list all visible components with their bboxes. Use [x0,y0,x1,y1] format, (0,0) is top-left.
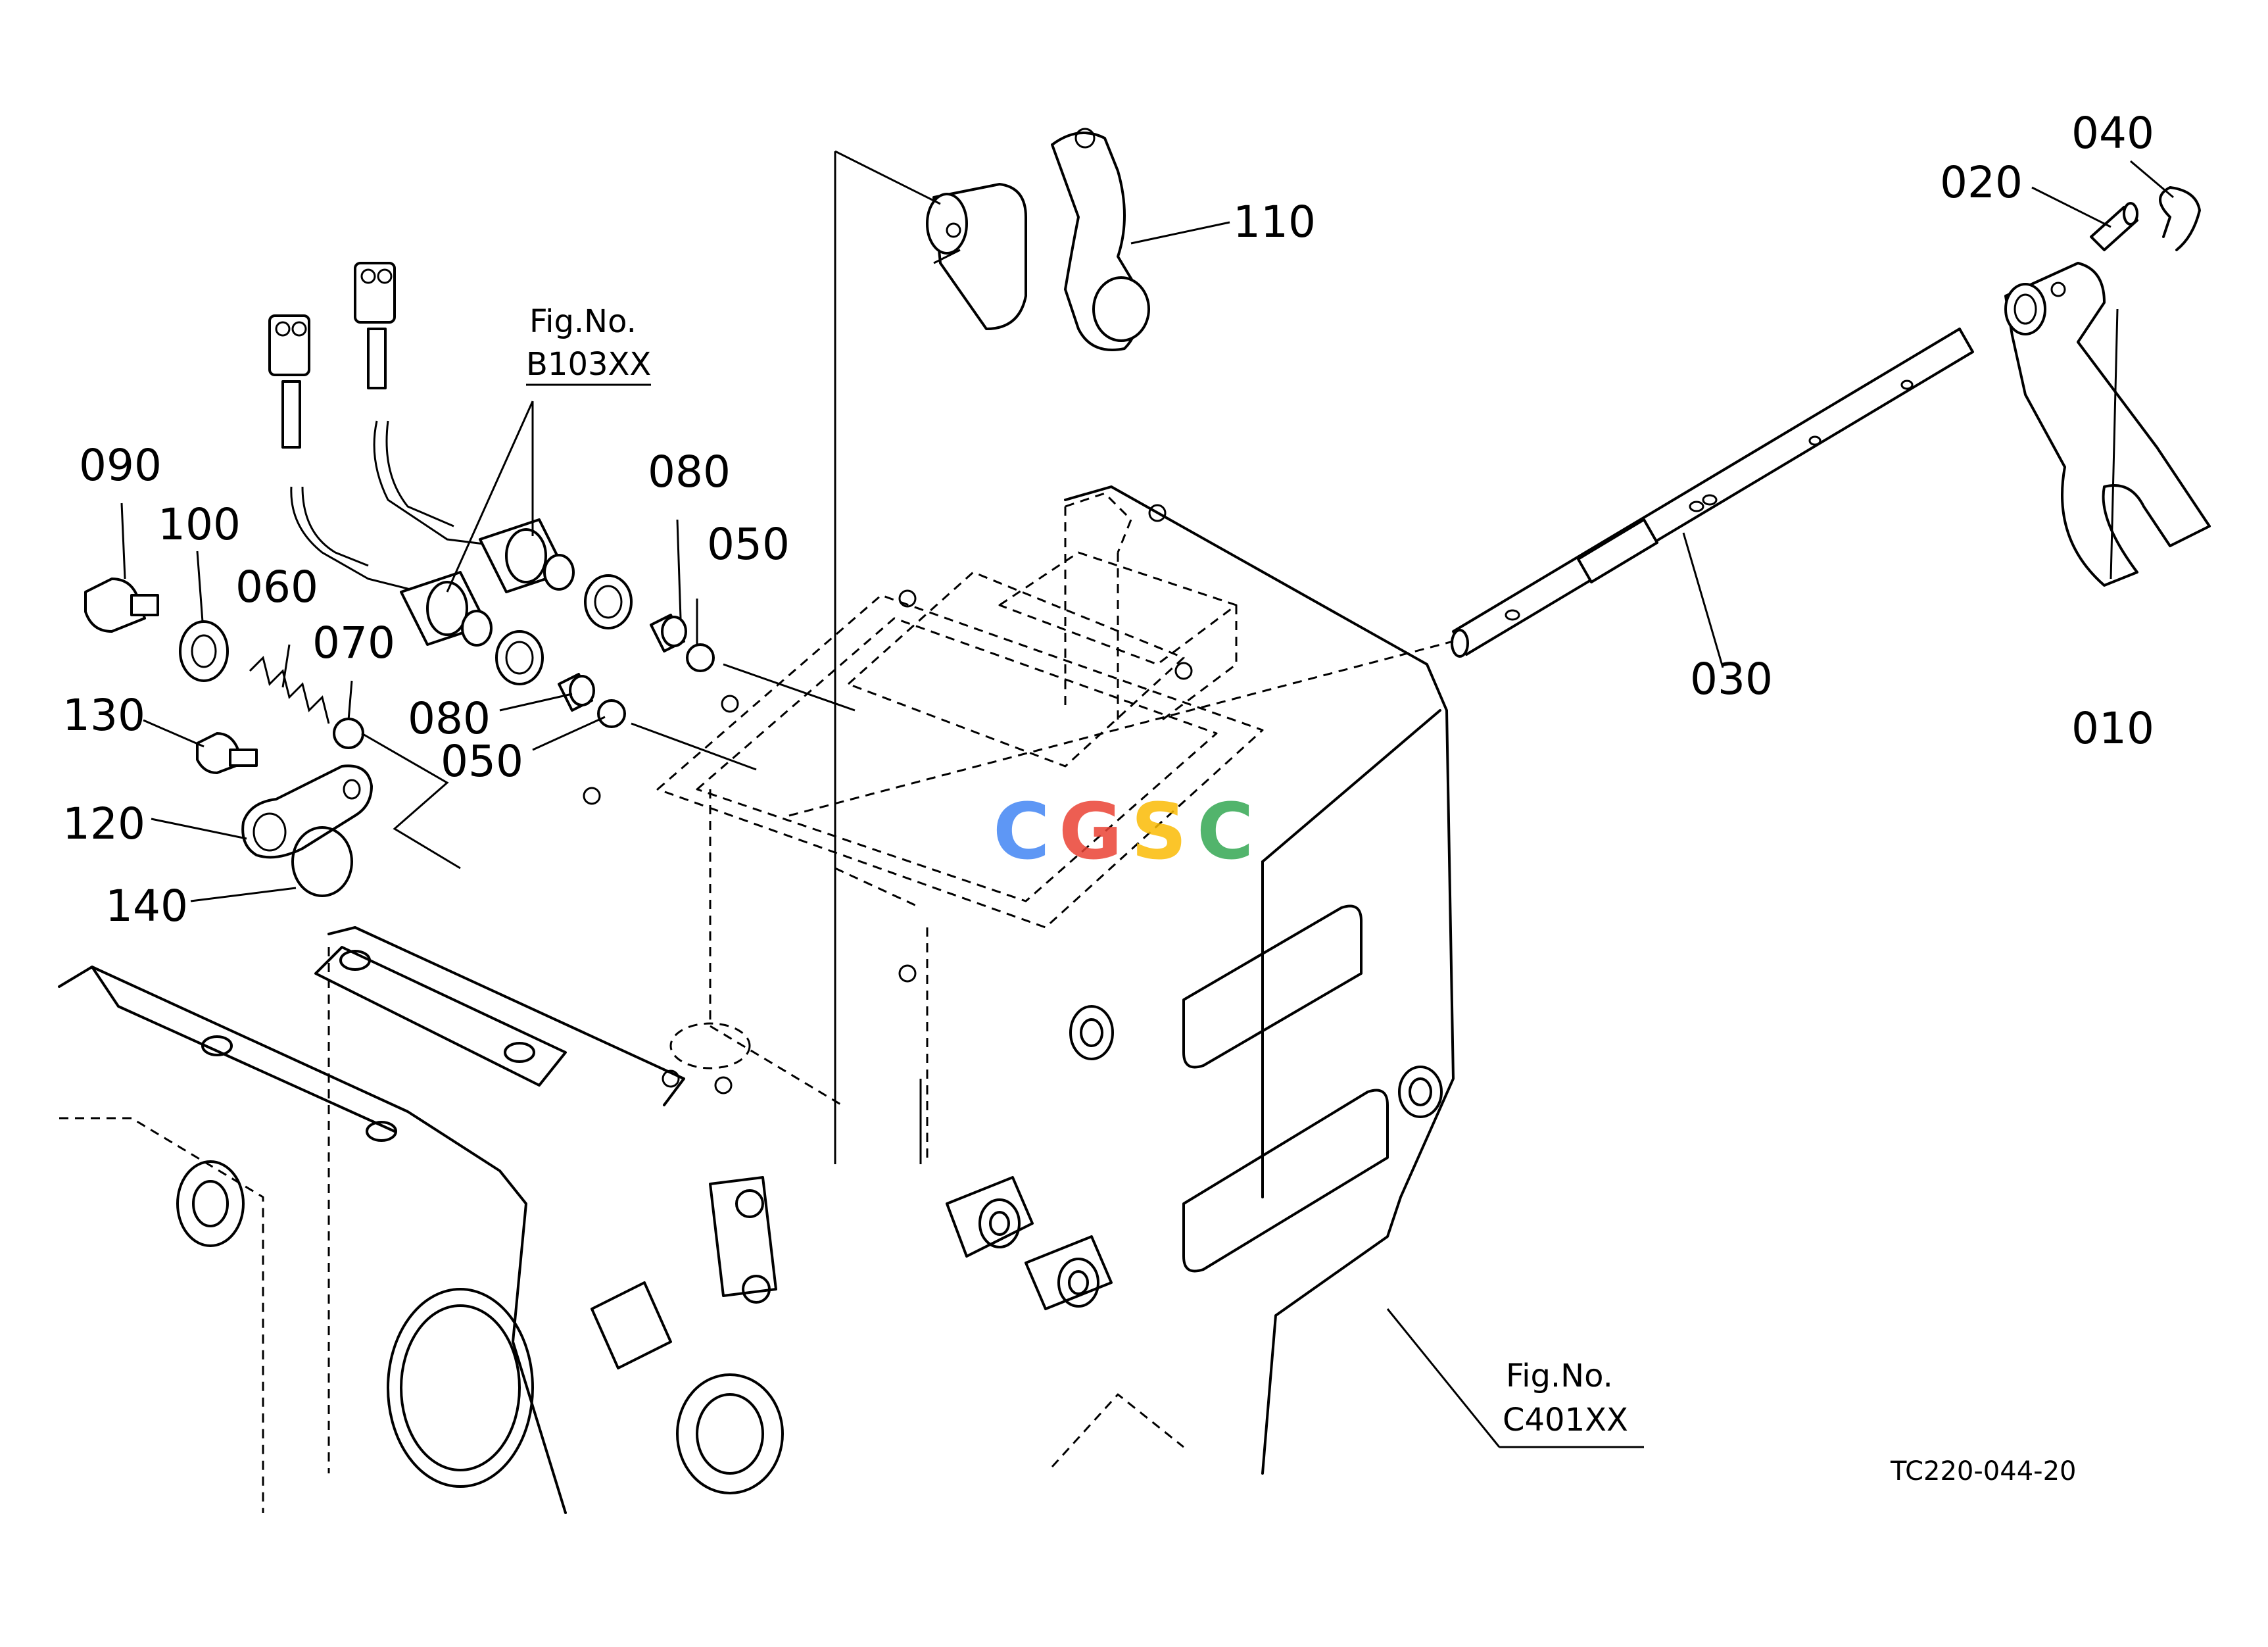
callout-040: 040 [2071,108,2154,159]
shift-rod-030 [788,328,1974,817]
fig-ref-lower-line2: C401XX [1503,1402,1628,1438]
fig-ref-lower-line1: Fig.No. [1506,1358,1613,1394]
callout-090: 090 [79,440,162,491]
callout-120: 120 [62,799,145,849]
callout-100: 100 [158,499,241,550]
callout-020: 020 [1940,157,2023,208]
callout-110: 110 [1233,197,1316,247]
callout-130: 130 [62,690,145,741]
watermark-letter-2: G [1059,786,1122,877]
fig-ref-upper-line2: B103XX [526,346,651,383]
figure-reference-upper: Fig.No. B103XX [526,303,651,383]
watermark-letter-3: S [1131,786,1187,877]
drawing-code: TC220-044-20 [1890,1456,2076,1487]
callout-140: 140 [105,881,188,931]
detent-parts [84,578,364,749]
shift-fork-010 [2004,262,2211,587]
callout-060: 060 [235,562,318,612]
spring-pin-020 [2090,202,2138,251]
watermark-letter-1: C [993,786,1050,877]
figure-reference-lower: Fig.No. C401XX [1503,1358,1628,1438]
transmission-case [58,485,1455,1514]
callout-010: 010 [2071,703,2154,754]
callout-070: 070 [312,618,395,668]
cover-parts [196,732,373,897]
callout-030: 030 [1690,654,1773,704]
circlip-040 [2159,186,2201,251]
leader-lines [120,150,2174,1448]
callout-labels: 010 020 030 040 050 050 060 070 080 080 … [62,108,2154,931]
shift-lever-110 [926,128,1150,351]
watermark-logo: C G S C [993,786,1254,877]
fig-ref-upper-line1: Fig.No. [529,303,637,340]
callout-050-lower: 050 [441,736,523,787]
callout-080-lower: 080 [408,693,491,744]
callout-050-upper: 050 [707,519,790,570]
watermark-letter-4: C [1197,786,1254,877]
neutral-switches [268,262,715,728]
callout-080-upper: 080 [648,447,731,497]
